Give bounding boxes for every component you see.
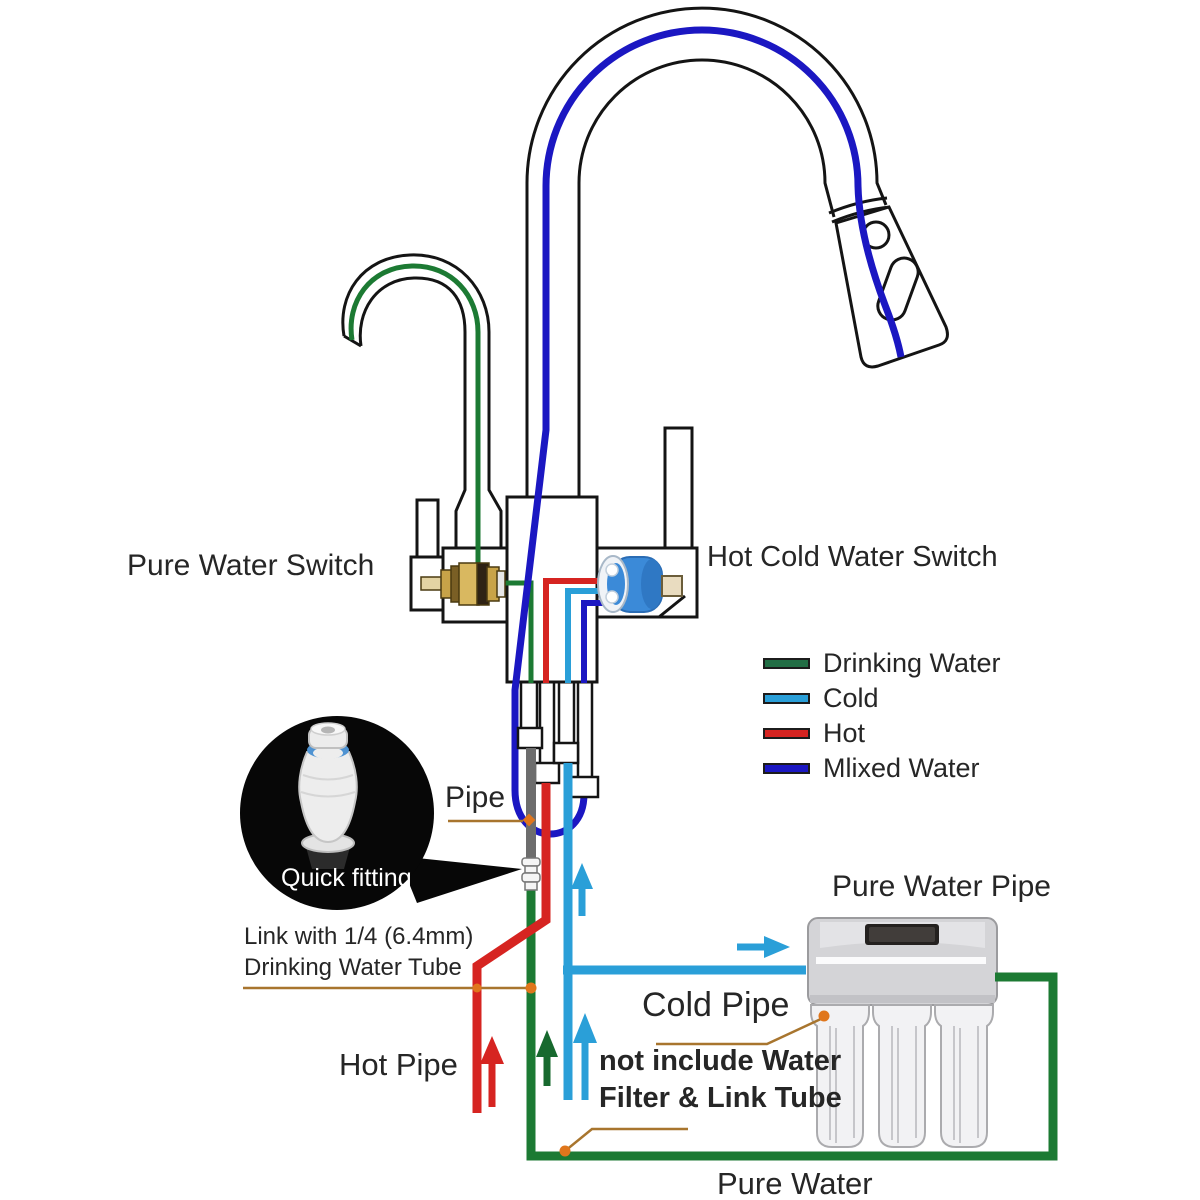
tube-connector-1 [516, 726, 544, 750]
quick-fitting-callout [240, 716, 522, 910]
right-switch-handle [663, 426, 694, 550]
right-housing-notch [658, 594, 686, 619]
pure-water-pipe-label: Pure Water Pipe [832, 870, 1051, 903]
small-spout-inner-line [358, 276, 467, 548]
legend-swatch-cold [763, 693, 810, 704]
legend-label-drinking-water: Drinking Water [823, 648, 1001, 678]
legend-row-cold: Cold [763, 681, 1001, 716]
mixed-water-line [511, 26, 905, 838]
link-note-line2: Drinking Water Tube [244, 954, 462, 981]
cold-flow-arrow-right [737, 936, 790, 958]
legend-label-mixed: Mlixed Water [823, 753, 980, 783]
tube-1 [519, 682, 539, 728]
water-filter-unit [807, 917, 998, 1148]
legend-label-hot: Hot [823, 718, 866, 748]
hot-pipe-line [472, 783, 551, 1113]
not-include-leader-tube [564, 1127, 688, 1152]
left-switch-handle [415, 498, 440, 559]
pure-water-switch-label: Pure Water Switch [127, 549, 375, 582]
tube-2 [538, 682, 556, 763]
pure-water-label: Pure Water [717, 1166, 873, 1200]
legend: Drinking Water Cold Hot Mlixed Water [763, 646, 1001, 786]
not-include-leader-filter [656, 1016, 824, 1046]
legend-row-drinking-water: Drinking Water [763, 646, 1001, 681]
cartridge-stem [661, 575, 683, 597]
not-include-note: not include Water Filter & Link Tube [599, 1043, 842, 1117]
under-body-tubes [516, 682, 600, 799]
quick-fitting-connector [521, 857, 541, 891]
link-note-label: Link with 1/4 (6.4mm) Drinking Water Tub… [244, 921, 473, 983]
hot-flow-arrow [480, 1036, 504, 1107]
quick-fitting-label: Quick fitting [281, 864, 412, 892]
tube-connector-4 [569, 775, 600, 799]
legend-swatch-mixed [763, 763, 810, 774]
legend-row-hot: Hot [763, 716, 1001, 751]
legend-row-mixed: Mlixed Water [763, 751, 1001, 786]
hot-cold-water-switch-label: Hot Cold Water Switch [707, 541, 998, 573]
tube-3 [557, 682, 576, 743]
drinking-flow-arrow [536, 1030, 558, 1086]
cold-flow-arrow-lower [573, 1013, 597, 1100]
small-spout-outer-line [341, 253, 503, 548]
legend-swatch-hot [763, 728, 810, 739]
quick-fitting-image [298, 722, 358, 869]
tube-connector-2 [533, 761, 561, 785]
drinking-water-pipe [526, 888, 1058, 1161]
cold-pipe-line [563, 763, 806, 1100]
hot-cold-switch-cartridge [597, 555, 683, 613]
cold-flow-arrow-upper [571, 863, 593, 916]
cold-line-in-body [565, 588, 608, 683]
main-spout-inner-line [577, 58, 836, 497]
legend-label-cold: Cold [823, 683, 879, 713]
small-spout-tip [343, 334, 362, 348]
tube-4 [576, 682, 594, 777]
drinking-line-spout [348, 263, 481, 568]
callout-tail [398, 856, 522, 903]
cold-pipe-label: Cold Pipe [642, 986, 790, 1024]
main-spout-outer-line [525, 6, 888, 497]
not-include-line2: Filter & Link Tube [599, 1082, 842, 1114]
hot-pipe-label: Hot Pipe [339, 1047, 458, 1082]
tube-connector-3 [552, 741, 580, 765]
mixed-line-in-body [581, 600, 608, 683]
link-note-line1: Link with 1/4 (6.4mm) [244, 923, 474, 950]
pure-water-switch-cartridge [420, 562, 506, 606]
not-include-line1: not include Water [599, 1045, 842, 1077]
hot-line-in-body [543, 578, 612, 683]
pipe-label: Pipe [445, 781, 506, 814]
legend-swatch-drinking-water [763, 658, 810, 669]
